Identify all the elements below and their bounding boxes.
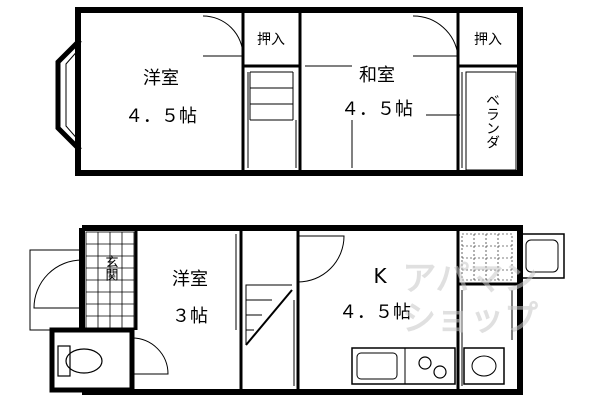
lower-floor [29,225,565,395]
japanese-room-size: ４．５帖 [341,99,413,120]
watermark-line1: アパマン [402,259,537,299]
lower-western-room-name: 洋室 [172,269,208,290]
entrance-label: 玄関 [103,255,119,282]
upper-floor [55,7,523,176]
upper-outer-wall [75,7,523,176]
washbasin [463,347,505,385]
closet-left-door [202,15,244,57]
stove-burner-icon [418,356,432,370]
entrance-tiles [85,231,135,329]
kitchen-size: ４．５帖 [339,302,411,323]
bath-tiles [461,233,513,281]
closet-right-label: 押入 [474,32,502,48]
upper-western-room-name: 洋室 [143,68,179,89]
bay-window [55,38,82,152]
balcony-label: ベランダ [484,93,500,149]
lower-stairs [245,284,293,346]
kitchen-door [297,235,345,283]
japanese-room-name: 和室 [359,65,395,86]
bathtub [519,233,565,279]
sliding-doors-upper [247,65,463,168]
toilet-door [131,337,169,375]
watermark-line2: ショップ [402,299,538,339]
balcony-area [465,71,517,171]
toilet-room [49,327,135,393]
sink-icon [356,352,398,380]
entrance-door [33,259,83,309]
upper-western-room-size: ４．５帖 [125,106,197,127]
lower-western-room-size: ３帖 [172,306,208,327]
toilet-icon [65,348,103,374]
kitchen-counter [351,347,456,385]
upper-stairs [249,71,294,121]
kitchen-name: K [373,264,387,288]
closet-left-label: 押入 [257,32,285,48]
lower-outer-wall [82,225,523,395]
sliding-doors-lower [235,234,513,386]
closet-right-door [412,15,459,57]
